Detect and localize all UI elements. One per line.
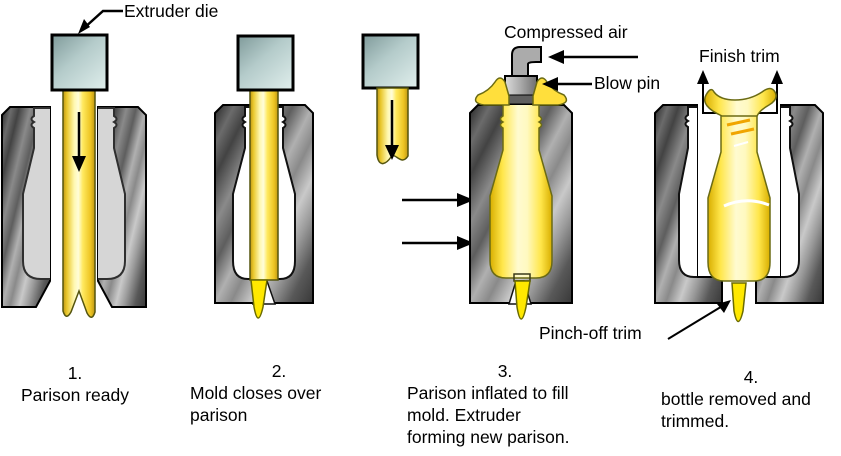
step2-text: Mold closes over parison [190,383,322,425]
pinch-off-tail [731,282,747,323]
step1-text: Parison ready [21,385,129,405]
extruder-die-label: Extruder die [124,1,219,21]
pinch-off-trim-label: Pinch-off trim [539,323,642,343]
finish-trim-arrowhead-left [697,70,709,84]
step4-caption: 4. bottle removed and trimmed. [661,366,841,432]
finish-trim-label: Finish trim [699,46,780,66]
blow-pin-band [504,94,538,105]
parison-tube [62,88,96,318]
finish-trim-arrowhead-right [771,70,783,84]
step2-caption: 2. Mold closes over parison [190,360,368,426]
flash-wing-left [474,77,510,106]
neck-thread-top [726,118,751,127]
step3-caption: 3. Parison inflated to fill mold. Extrud… [407,360,603,448]
air-elbow-pipe [511,46,542,77]
pinch-off-tail [514,280,531,320]
mold-open-cavity-left [678,106,697,278]
pinch-off-tail [250,279,268,319]
mold-cavity-right [98,107,126,280]
bottle-top-flash [704,87,777,117]
blow-pin-label: Blow pin [594,73,661,93]
step3-number: 3. [497,361,513,381]
step3-text: Parison inflated to fill mold. Extruder … [407,383,570,447]
mold-cavity-left [22,107,50,280]
stage1-parison-ready [1,9,147,318]
flow-down-arrowhead [385,145,399,160]
pinch-off-leader-arrowhead [717,300,731,313]
finished-bottle-body [707,112,771,282]
blow-pin-arrowhead [542,77,558,91]
stage4-bottle-removed [654,70,824,340]
extruder-die-leader-line [82,9,123,30]
extruder-die-block [50,33,109,92]
inflated-bottle [489,94,553,279]
step2-number: 2. [271,361,287,381]
pinch-off-leader-line [667,304,725,340]
close-arrow-top-head [457,193,474,207]
extruder-die-leader-arrowhead [78,19,90,34]
step4-text: bottle removed and trimmed. [661,389,811,431]
step1-number: 1. [67,363,83,383]
stage3-inflation [361,33,638,320]
compressed-air-arrowhead [548,50,564,64]
close-arrow-bottom-head [457,236,474,250]
mold-open-cavity-right [781,106,800,278]
step1-caption: 1. Parison ready [0,362,150,406]
flow-down-arrowhead [72,156,86,172]
step4-number: 4. [743,367,759,387]
parison-tube [249,89,279,281]
neck-thread-bottom [730,127,755,136]
extruder-die-block [361,33,420,90]
compressed-air-label: Compressed air [504,22,628,42]
stage2-mold-closed [214,34,314,319]
shoulder-highlight [723,199,770,208]
neck-highlight [733,141,749,147]
extruder-die-block [236,34,295,92]
